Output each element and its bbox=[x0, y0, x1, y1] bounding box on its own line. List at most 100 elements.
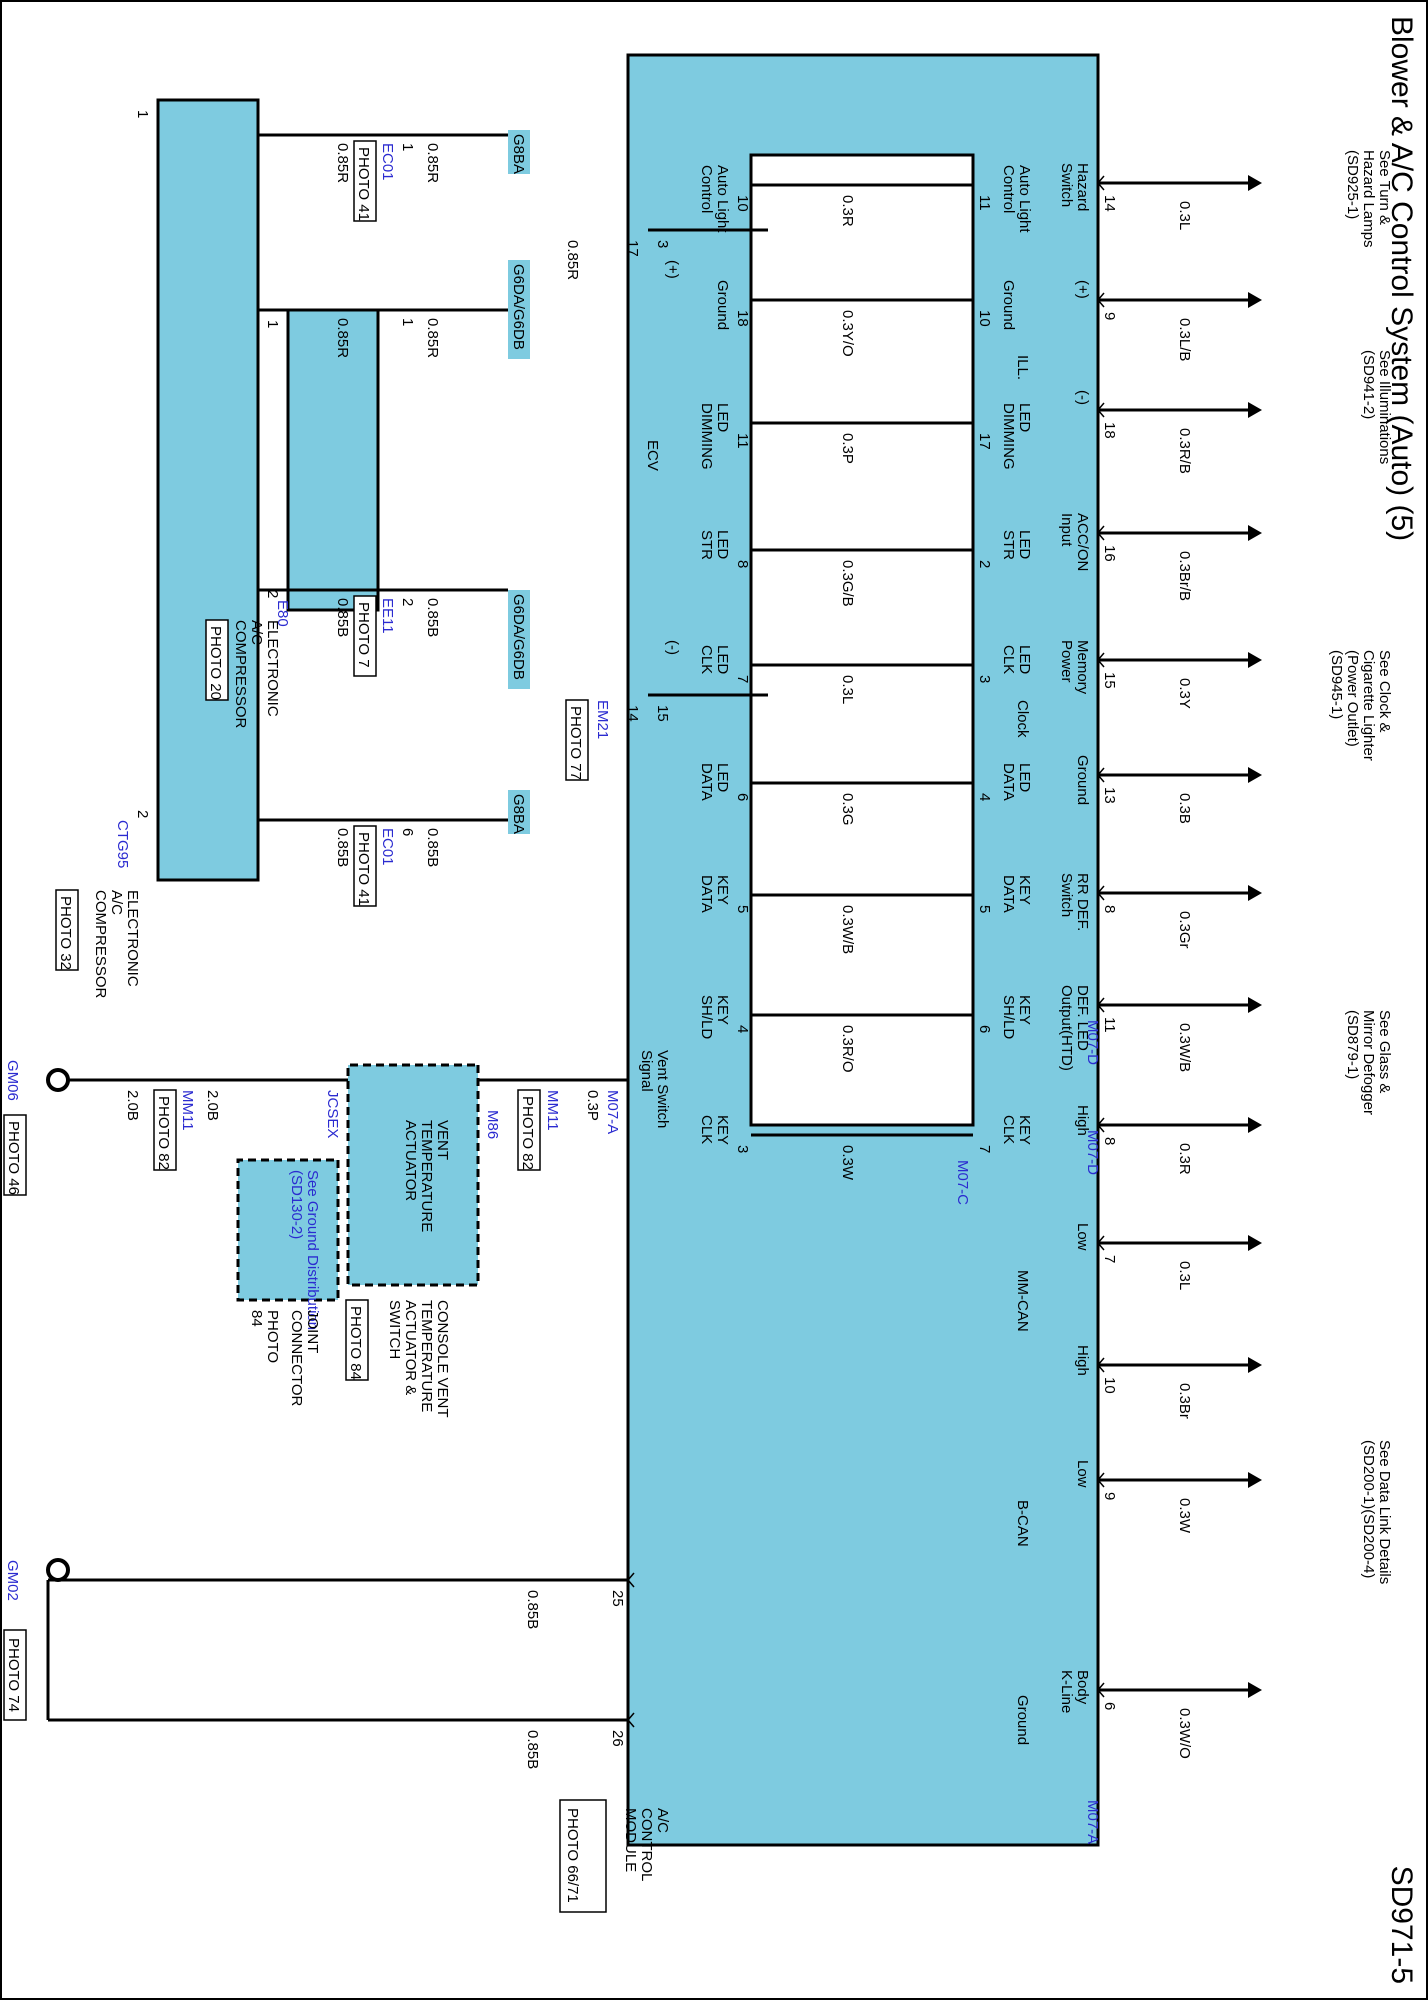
top-pin-number: 9 bbox=[1101, 1492, 1118, 1500]
ctg95-pin: 1 bbox=[134, 110, 151, 118]
inner-pin-function: KEY bbox=[714, 1115, 731, 1145]
top-pin-wire-label: 0.3Y bbox=[1176, 678, 1193, 709]
top-pin-function: Power bbox=[1058, 640, 1075, 683]
inner-pin-function: LED bbox=[714, 763, 731, 792]
datalink-ref: See Data Link Details bbox=[1376, 1440, 1393, 1584]
inner-pin-function: DIMMING bbox=[1000, 403, 1017, 470]
inner-pin-function: SH/LD bbox=[1000, 995, 1017, 1039]
harness-tag-label: G8BA bbox=[510, 134, 527, 174]
vent-mm11-b: MM11 bbox=[179, 1090, 196, 1131]
top-pin-number: 10 bbox=[1101, 1377, 1118, 1394]
console-vent-label: SWITCH bbox=[386, 1300, 403, 1359]
inner-pin-number: 5 bbox=[734, 905, 751, 913]
console-vent-label: ACTUATOR & bbox=[402, 1300, 419, 1395]
inner-pin-number: 17 bbox=[976, 433, 993, 450]
inner-pin-number: 3 bbox=[734, 1145, 751, 1153]
inner-pin-wire-label: 0.3R/O bbox=[839, 1025, 856, 1073]
inner-pin-function: KEY bbox=[714, 995, 731, 1025]
inner-pin-function: CLK bbox=[1000, 1115, 1017, 1144]
inner-pin-number: 3 bbox=[976, 675, 993, 683]
connector-chevron-icon bbox=[1097, 767, 1105, 783]
vent-actuator-label: TEMPERATURE bbox=[418, 1120, 435, 1232]
inner-pin-function: LED bbox=[714, 645, 731, 674]
top-pin-wire-label: 0.3W/B bbox=[1176, 1023, 1193, 1072]
inner-pin-function: STR bbox=[1000, 530, 1017, 560]
inner-pin-number: 6 bbox=[734, 793, 751, 801]
vent-wire1: 0.3P bbox=[584, 1090, 601, 1121]
compressor-wire-label: 0.85B bbox=[334, 828, 351, 867]
top-pin-function: RR DEF. bbox=[1074, 873, 1091, 931]
clock-label: Clock bbox=[1014, 700, 1031, 738]
compressor-photo-box bbox=[353, 595, 377, 677]
e80-photo-box bbox=[205, 619, 229, 701]
inner-pin-function: DATA bbox=[698, 875, 715, 913]
top-pin-wire-label: 0.3L bbox=[1176, 201, 1193, 230]
connector-chevron-icon bbox=[1097, 175, 1105, 191]
terminal-arrow-icon bbox=[1248, 292, 1262, 308]
vent-mm11b-photo: PHOTO 82 bbox=[155, 1096, 172, 1170]
ecv-label: ECV bbox=[644, 440, 661, 471]
inner-pin-function: LED bbox=[1016, 530, 1033, 559]
top-pin-function: Hazard bbox=[1074, 163, 1091, 211]
top-pin-function: DEF. LED bbox=[1074, 985, 1091, 1051]
top-pin-number: 8 bbox=[1101, 905, 1118, 913]
top-pin-wire-label: 0.3W/O bbox=[1176, 1708, 1193, 1759]
terminal-arrow-icon bbox=[1248, 175, 1262, 191]
top-pin-function: Switch bbox=[1058, 163, 1075, 207]
connector-chevron-icon bbox=[1097, 1682, 1105, 1698]
ground-pin-number: 26 bbox=[609, 1730, 626, 1747]
top-pin-function: Ground bbox=[1074, 755, 1091, 805]
ground-symbol-icon bbox=[46, 1558, 70, 1582]
harness-tag bbox=[508, 790, 530, 834]
compressor-connector: EC01 bbox=[379, 143, 396, 181]
top-pin-number: 8 bbox=[1101, 1137, 1118, 1145]
compressor-wire-label: 0.85R bbox=[424, 143, 441, 183]
module-photo-box bbox=[559, 1799, 607, 1913]
connector-chevron-icon bbox=[1097, 402, 1105, 418]
ecv-minus: (-) bbox=[664, 640, 681, 655]
terminal-arrow-icon bbox=[1248, 997, 1262, 1013]
e80-label: A/C bbox=[248, 620, 265, 645]
compressor-photo: PHOTO 41 bbox=[355, 147, 372, 221]
illum-ref: (SD941-2) bbox=[1360, 350, 1377, 419]
joint-photo: PHOTO bbox=[264, 1310, 281, 1363]
top-pin-wire-label: 0.3Br/B bbox=[1176, 551, 1193, 601]
inner-pin-wire-label: 0.3R bbox=[839, 195, 856, 227]
console-vent-label: TEMPERATURE bbox=[418, 1300, 435, 1412]
ground-pin-number: 25 bbox=[609, 1590, 626, 1607]
inner-pin-wire-label: 0.3G bbox=[839, 793, 856, 826]
inner-pin-function: KEY bbox=[1016, 995, 1033, 1025]
inner-pin-function: KEY bbox=[1016, 875, 1033, 905]
module-ground-label: Ground bbox=[1014, 1695, 1031, 1745]
harness-tag-label: G6DA/G6DB bbox=[510, 264, 527, 350]
inner-pin-number: 11 bbox=[734, 433, 751, 449]
top-pin-wire-label: 0.3L/B bbox=[1176, 318, 1193, 361]
ctg95-label: COMPRESSOR bbox=[92, 890, 109, 999]
inner-pin-function: Ground bbox=[1000, 280, 1017, 330]
ground-wire-label: 0.85B bbox=[524, 1730, 541, 1769]
top-pin-function: Body bbox=[1074, 1670, 1091, 1705]
terminal-arrow-icon bbox=[1248, 402, 1262, 418]
hazard-ref: See Turn & bbox=[1376, 150, 1393, 225]
compressor-connector: EE11 bbox=[379, 598, 396, 634]
harness-tag bbox=[508, 130, 530, 174]
gm06-photo: PHOTO 46 bbox=[5, 1121, 22, 1195]
top-pin-wire-label: 0.3B bbox=[1176, 793, 1193, 824]
top-pin-function: High bbox=[1074, 1105, 1091, 1136]
top-pin-number: 15 bbox=[1101, 672, 1118, 689]
connector-chevron-icon bbox=[627, 1572, 635, 1588]
ctg95-label: A/C bbox=[108, 890, 125, 915]
compressor-wire-label: 0.85B bbox=[424, 828, 441, 867]
top-pin-wire-label: 0.3Gr bbox=[1176, 911, 1193, 949]
vent-mm11b-photo-box bbox=[153, 1089, 177, 1171]
top-pin-wire-label: 0.3R bbox=[1176, 1143, 1193, 1175]
top-pin-wire-label: 0.3W bbox=[1176, 1498, 1193, 1534]
ctg95-photo: PHOTO 32 bbox=[57, 896, 74, 970]
top-pin-function: Low bbox=[1074, 1223, 1091, 1251]
gm02-photo-box bbox=[3, 1629, 27, 1721]
inner-pin-function: Auto Light bbox=[714, 165, 731, 233]
